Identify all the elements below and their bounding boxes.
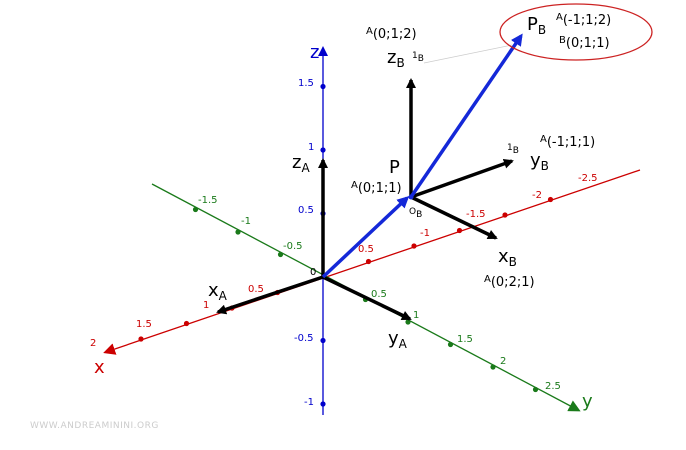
y-tick-label: 2	[500, 356, 506, 367]
x-tick-dot	[183, 320, 190, 327]
z-tick-dot	[320, 401, 326, 407]
x-tick-label: 0.5	[358, 244, 374, 255]
x-tick-label: 0.5	[248, 284, 264, 295]
pb-coordinates-in-a: A(-1;1;2)	[556, 12, 611, 28]
x-tick-label: 1	[203, 300, 209, 311]
z-tick-dot	[320, 83, 326, 90]
vector-p	[321, 195, 410, 279]
z-axis-name: z	[310, 42, 319, 63]
pb-highlight-ellipse	[499, 3, 653, 61]
label-za: zA	[292, 152, 310, 175]
frame-b-y-vector	[410, 158, 514, 199]
x-tick-dot	[411, 243, 417, 249]
z-tick-label: -0.5	[294, 333, 314, 344]
frame-b-x-vector	[410, 195, 498, 240]
y-tick-label: 2.5	[545, 381, 561, 392]
y-tick-label: 1	[413, 310, 419, 321]
x-tick-dot	[547, 196, 554, 203]
y-tick-label: -1	[241, 216, 251, 227]
y-tick-dot	[532, 386, 539, 393]
yb-unit-label: 1B	[507, 143, 519, 156]
y-axis-name: y	[582, 391, 593, 412]
x-tick-dot	[456, 227, 463, 234]
y-tick-label: 1.5	[457, 334, 473, 345]
p-coordinates: A(0;1;1)	[351, 180, 402, 196]
y-tick-dot	[277, 251, 284, 258]
z-tick-label: 1.5	[298, 78, 314, 89]
label-zb: zB	[387, 47, 405, 70]
z-tick-dot	[320, 337, 326, 344]
x-tick-label: -1	[420, 228, 430, 239]
label-pb: PB	[527, 14, 546, 37]
y-tick-dot	[405, 319, 411, 325]
frame-a-y-vector	[322, 275, 412, 321]
watermark: WWW.ANDREAMININI.ORG	[30, 421, 159, 431]
z-tick-dot	[320, 147, 326, 153]
label-xb: xB	[498, 246, 517, 269]
z-tick-label: 1	[308, 142, 314, 153]
x-tick-label: 1.5	[136, 319, 152, 330]
y-tick-label: -1.5	[198, 195, 218, 206]
y-tick-label: 0.5	[371, 289, 387, 300]
frame-a-x-vector	[216, 275, 324, 315]
y-tick-label: -0.5	[283, 241, 303, 252]
label-ya: yA	[388, 328, 408, 351]
y-tick-dot	[447, 341, 454, 348]
tick-dots	[138, 83, 554, 407]
x-tick-label: 2	[90, 338, 96, 349]
xb-coordinates: A(0;2;1)	[484, 274, 535, 290]
z-tick-label: -1	[304, 397, 314, 408]
x-axis-name: x	[94, 357, 105, 378]
x-tick-label: -1.5	[466, 209, 486, 220]
origin-label: 0	[310, 267, 316, 278]
y-tick-dot	[490, 364, 496, 370]
label-p: P	[389, 157, 400, 178]
zb-unit-label: 1B	[412, 51, 424, 64]
projection-guide-line	[423, 44, 513, 64]
zb-coordinates: A(0;1;2)	[366, 26, 417, 42]
y-tick-dot	[192, 206, 199, 213]
z-tick-label: 0.5	[298, 205, 314, 216]
x-tick-label: -2	[532, 190, 542, 201]
y-tick-dot	[235, 229, 241, 235]
pb-coordinates-in-b: B(0;1;1)	[559, 35, 610, 51]
x-tick-label: -2.5	[578, 173, 598, 184]
label-ob: OB	[409, 207, 422, 220]
x-tick-dot	[502, 212, 508, 218]
label-yb: yB	[530, 150, 549, 173]
origin-b-point	[408, 194, 414, 200]
label-xa: xA	[208, 280, 228, 303]
x-tick-dot	[365, 258, 372, 265]
vector-pb	[409, 33, 523, 198]
x-tick-dot	[138, 336, 144, 342]
yb-coordinates: A(-1;1;1)	[540, 134, 595, 150]
